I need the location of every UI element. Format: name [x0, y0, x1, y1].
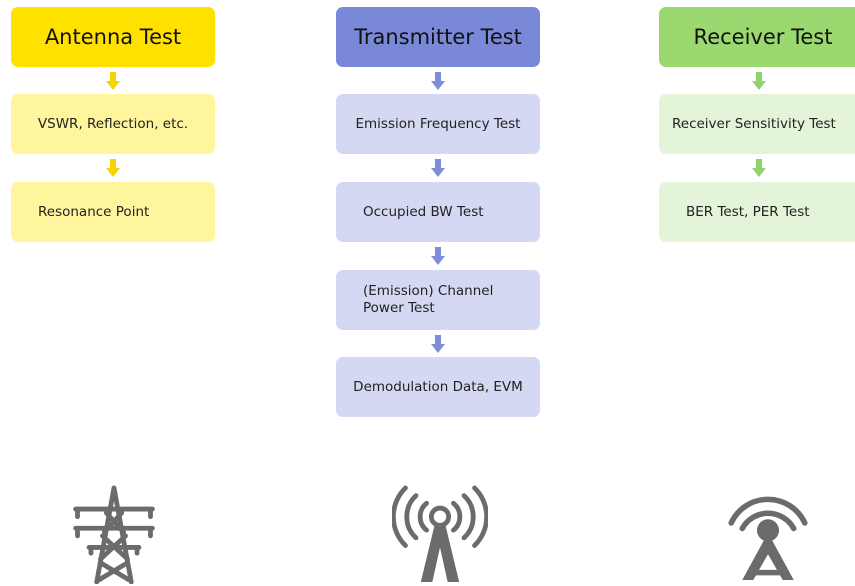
transmitter-step-demodulation: Demodulation Data, EVM	[336, 357, 540, 417]
down-arrow-icon	[752, 159, 766, 177]
down-arrow-icon	[752, 72, 766, 90]
antenna-test-title: Antenna Test	[44, 24, 182, 49]
down-arrow-icon	[106, 159, 120, 177]
receiver-test-title: Receiver Test	[693, 24, 833, 49]
receiver-test-header: Receiver Test	[659, 7, 855, 67]
transmitter-step-emission-frequency: Emission Frequency Test	[336, 94, 540, 154]
antenna-step-vswr: VSWR, Reflection, etc.	[11, 94, 215, 154]
down-arrow-icon	[431, 335, 445, 353]
down-arrow-icon	[431, 159, 445, 177]
antenna-step-resonance: Resonance Point	[11, 182, 215, 242]
down-arrow-icon	[431, 247, 445, 265]
receiver-step-ber-per: BER Test, PER Test	[659, 182, 855, 242]
transmitter-step-channel-power: (Emission) Channel Power Test	[336, 270, 540, 330]
transmission-tower-icon	[73, 485, 155, 584]
down-arrow-icon	[431, 72, 445, 90]
down-arrow-icon	[106, 72, 120, 90]
receiver-antenna-icon	[728, 496, 808, 580]
transmitter-step-occupied-bw: Occupied BW Test	[336, 182, 540, 242]
receiver-step-sensitivity: Receiver Sensitivity Test	[659, 94, 855, 154]
antenna-test-header: Antenna Test	[11, 7, 215, 67]
broadcast-antenna-icon	[392, 485, 488, 582]
transmitter-test-header: Transmitter Test	[336, 7, 540, 67]
receiver-test-column: Receiver Test Receiver Sensitivity Test …	[659, 0, 855, 586]
transmitter-test-title: Transmitter Test	[354, 24, 522, 49]
